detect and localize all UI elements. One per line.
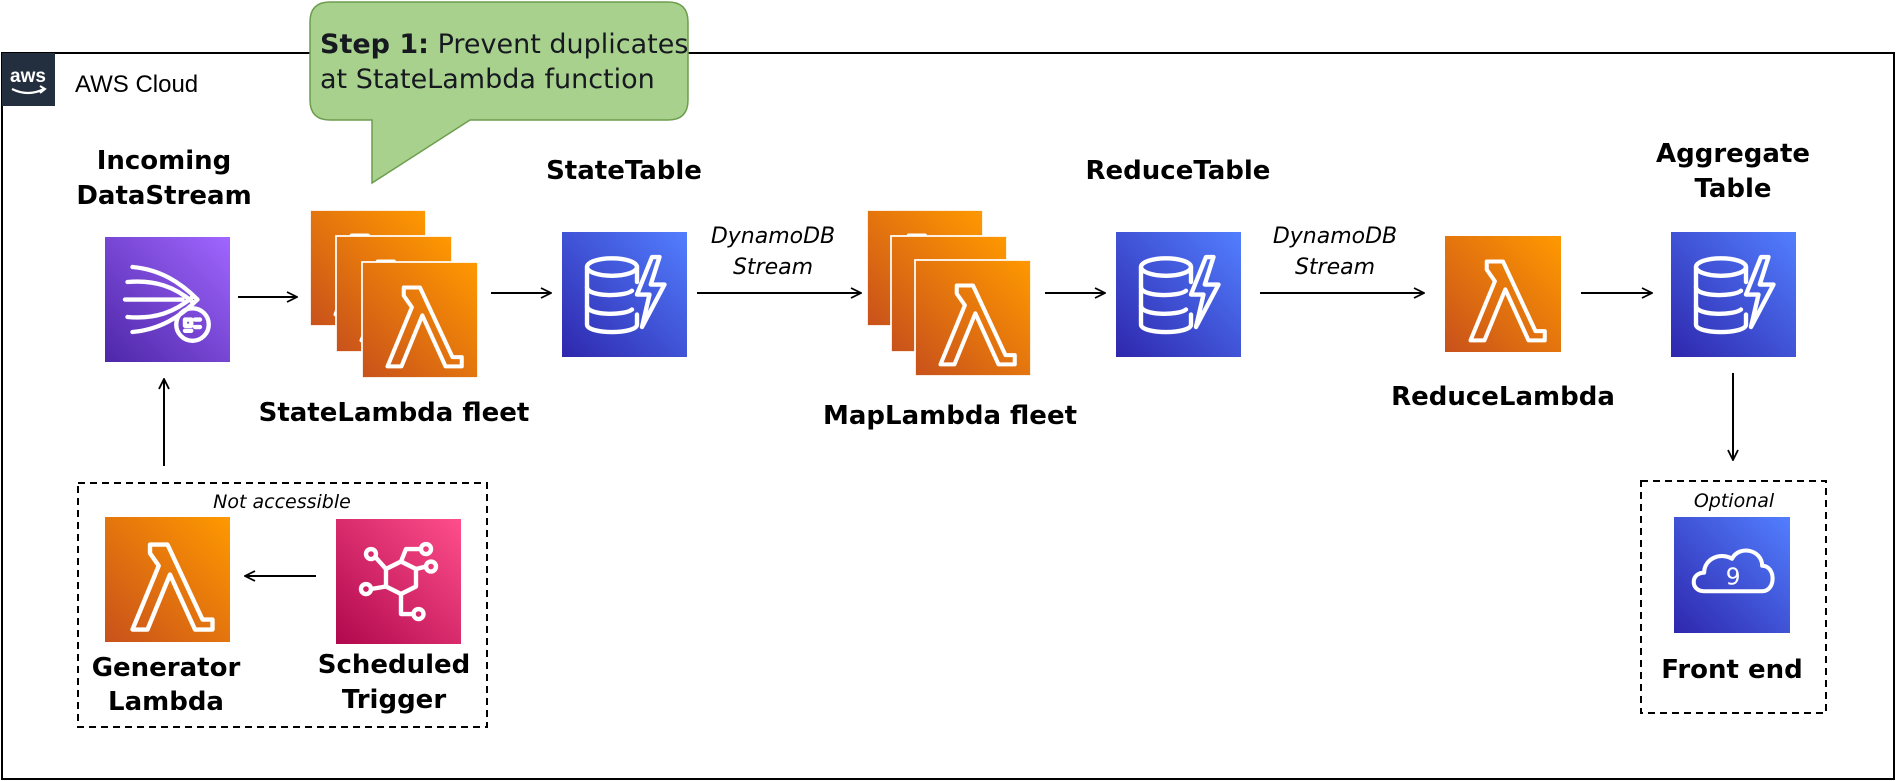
reducelambda-label: ReduceLambda bbox=[1391, 382, 1615, 412]
aggregate-table-node[interactable]: Aggregate Table bbox=[1656, 139, 1810, 357]
maplambda-fleet-node[interactable]: MapLambda fleet bbox=[823, 209, 1077, 431]
lambda-icon bbox=[914, 259, 1032, 377]
lambda-icon bbox=[105, 517, 230, 642]
maplambda-fleet-label: MapLambda fleet bbox=[823, 401, 1077, 431]
callout-line2: at StateLambda function bbox=[320, 64, 655, 95]
connectors bbox=[164, 293, 1733, 576]
aws-cloud-label: AWS Cloud bbox=[75, 71, 198, 98]
generator-lambda-node[interactable]: Generator Lambda bbox=[92, 517, 241, 717]
svg-text:Step 1: Prevent duplicates: Step 1: Prevent duplicates bbox=[320, 29, 688, 60]
front-end-label: Front end bbox=[1661, 655, 1803, 685]
svg-text:aws: aws bbox=[10, 66, 46, 87]
optional-label: Optional bbox=[1694, 490, 1775, 512]
scheduled-trigger-label-line1: Scheduled bbox=[318, 650, 471, 680]
reducelambda-node[interactable]: ReduceLambda bbox=[1391, 236, 1615, 412]
statelambda-fleet-label: StateLambda fleet bbox=[259, 398, 530, 428]
reducetable-label: ReduceTable bbox=[1086, 156, 1271, 186]
eventbridge-icon bbox=[336, 519, 461, 644]
datastream-label-line1: Incoming bbox=[97, 146, 232, 176]
lambda-icon bbox=[361, 261, 479, 379]
frontend-group: Optional bbox=[1640, 480, 1827, 714]
dynamodb-stream-1-line1: DynamoDB bbox=[711, 224, 835, 249]
dynamodb-icon bbox=[1116, 232, 1241, 357]
aggregate-table-label-line2: Table bbox=[1694, 174, 1771, 204]
dynamodb-stream-1-line2: Stream bbox=[733, 255, 813, 280]
dynamodb-icon bbox=[1671, 232, 1796, 357]
aws-cloud-group: aws AWS Cloud bbox=[1, 52, 1895, 780]
datastream-label-line2: DataStream bbox=[76, 181, 251, 211]
callout-line1: Prevent duplicates bbox=[429, 29, 688, 60]
lambda-icon bbox=[1445, 236, 1561, 352]
statelambda-fleet-node[interactable]: StateLambda fleet bbox=[259, 209, 530, 428]
dynamodb-stream-2-line1: DynamoDB bbox=[1273, 224, 1397, 249]
scheduled-trigger-label-line2: Trigger bbox=[342, 685, 446, 715]
dynamodb-stream-2-line2: Stream bbox=[1295, 255, 1375, 280]
generator-lambda-label-line1: Generator bbox=[92, 653, 241, 683]
cloud9-digit: 9 bbox=[1726, 563, 1741, 590]
aggregate-table-label-line1: Aggregate bbox=[1656, 139, 1810, 169]
cloud9-icon: 9 bbox=[1674, 517, 1790, 633]
kinesis-data-streams-icon bbox=[105, 237, 230, 362]
generator-lambda-label-line2: Lambda bbox=[108, 687, 224, 717]
not-accessible-label: Not accessible bbox=[213, 491, 351, 513]
reducetable-node[interactable]: ReduceTable bbox=[1086, 156, 1271, 357]
step1-callout: Step 1: Prevent duplicates at StateLambd… bbox=[309, 1, 689, 185]
dynamodb-icon bbox=[562, 232, 687, 357]
callout-step-label: Step 1: bbox=[320, 29, 429, 60]
generator-group: Not accessible bbox=[77, 482, 488, 728]
scheduled-trigger-node[interactable]: Scheduled Trigger bbox=[318, 519, 471, 715]
incoming-datastream-node[interactable]: Incoming DataStream bbox=[76, 146, 252, 362]
front-end-node[interactable]: 9 Front end bbox=[1661, 517, 1803, 685]
statetable-node[interactable]: StateTable bbox=[546, 156, 702, 357]
statetable-label: StateTable bbox=[546, 156, 702, 186]
aws-logo: aws bbox=[2, 53, 55, 106]
